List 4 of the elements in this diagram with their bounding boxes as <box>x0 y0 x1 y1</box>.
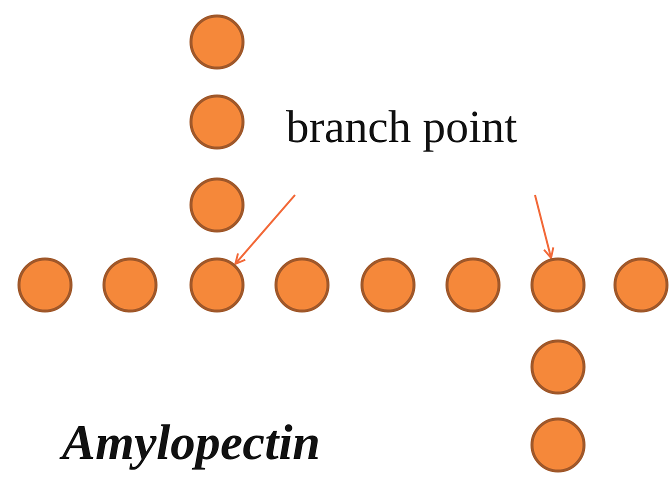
leader-arrow <box>534 194 554 259</box>
diagram-title: Amylopectin <box>62 415 320 470</box>
callout-label: branch point <box>286 102 518 153</box>
leader-arrow <box>234 194 296 265</box>
